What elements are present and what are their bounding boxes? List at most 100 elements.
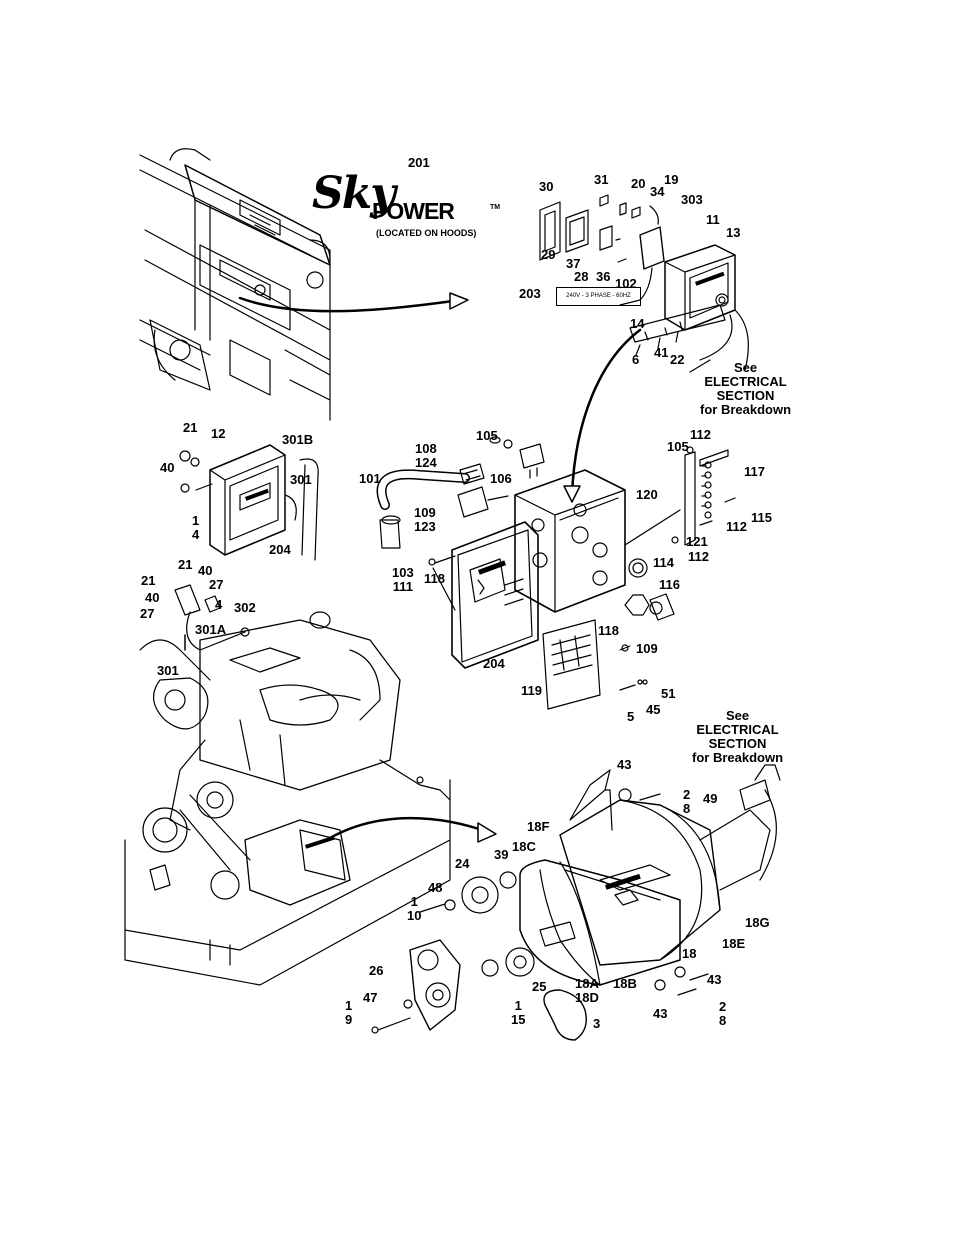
callout: 27 (209, 577, 224, 592)
callout: 112 (690, 427, 711, 442)
callout: 105 (476, 428, 498, 443)
callout: 18E (722, 936, 746, 951)
callout: 37 (566, 256, 581, 271)
callout: 51 (661, 686, 676, 701)
callout: 2 (683, 787, 691, 802)
callout: 10 (407, 908, 422, 923)
callout-stack: 1 15 (511, 999, 525, 1027)
callout: 204 (269, 542, 291, 557)
callout: 102 (615, 276, 637, 291)
callout: 43 (617, 757, 632, 772)
callout: 26 (369, 963, 384, 978)
callout: 8 (719, 1013, 727, 1028)
callout: 119 (521, 683, 542, 698)
callout: 19 (664, 172, 679, 187)
callout-stack: 1 9 (345, 999, 352, 1027)
note-line: SECTION (708, 736, 767, 751)
callout: 101 (359, 471, 381, 486)
callout: 27 (140, 606, 155, 621)
callout: 1 (345, 998, 353, 1013)
note-line: See (725, 708, 750, 723)
callout: 43 (653, 1006, 668, 1021)
callout: 43 (707, 972, 722, 987)
callout: 29 (541, 247, 556, 262)
junction-box-12 (179, 444, 319, 561)
callout-stack: 109 123 (414, 506, 436, 534)
callout: 4 (192, 527, 200, 542)
callout: 116 (659, 577, 680, 592)
callout: 8 (683, 801, 691, 816)
logo-sky-text: Sky (312, 168, 396, 219)
callout: 18B (613, 976, 637, 991)
note-electrical-top: See ELECTRICAL SECTION for Breakdown (700, 361, 791, 417)
callout: 109 (636, 641, 658, 656)
callout: 5 (627, 709, 635, 724)
callout: 49 (703, 791, 718, 806)
callout: 114 (653, 555, 674, 570)
callout: 22 (670, 352, 685, 367)
callout: 201 (408, 155, 430, 170)
callout: 30 (539, 179, 554, 194)
callout: 15 (511, 1012, 526, 1027)
callout: 203 (519, 286, 541, 301)
note-line: See (733, 360, 758, 375)
callout: 45 (646, 702, 661, 717)
callout-stack: 1 4 (192, 514, 199, 542)
callout: 21 (141, 573, 156, 588)
note-line: SECTION (716, 388, 775, 403)
callout: 31 (594, 172, 609, 187)
callout: 40 (198, 563, 213, 578)
callout: 302 (234, 600, 256, 615)
engine-illustration (124, 584, 497, 986)
warning-decals (244, 271, 725, 890)
callout: 47 (363, 990, 378, 1005)
callout: 301B (282, 432, 314, 447)
callout: 115 (751, 510, 772, 525)
callout: 120 (636, 487, 658, 502)
skypower-logo: Sky POWER TM (LOCATED ON HOODS) (312, 168, 512, 238)
callout-stack: 108 124 (415, 442, 437, 470)
note-line: ELECTRICAL (696, 722, 779, 737)
callout: 2 (719, 999, 727, 1014)
note-line: for Breakdown (692, 750, 784, 765)
callout: 18A (575, 976, 599, 991)
machine-frame-illustration (139, 148, 469, 421)
logo-tm: TM (490, 204, 501, 211)
callout-stack: 2 8 (683, 788, 690, 816)
callout: 109 (414, 505, 436, 520)
callout: 34 (650, 184, 665, 199)
note-line: ELECTRICAL (704, 374, 787, 389)
callout: 1 (514, 998, 522, 1013)
callout: 112 (688, 549, 709, 564)
callout: 111 (392, 579, 413, 594)
callout: 13 (726, 225, 741, 240)
logo-power-text: POWER (372, 198, 455, 224)
callout: 1 (410, 894, 418, 909)
note-electrical-bottom: See ELECTRICAL SECTION for Breakdown (692, 709, 783, 765)
callout: 121 (686, 534, 708, 549)
callout: 21 (183, 420, 198, 435)
callout-stack: 1 10 (407, 895, 421, 923)
callout: 118 (424, 571, 445, 586)
callout: 40 (145, 590, 160, 605)
generator-illustration (371, 764, 781, 1041)
callout: 25 (532, 979, 547, 994)
callout: 108 (415, 441, 437, 456)
callout: 301 (290, 472, 312, 487)
callout: 18C (512, 839, 536, 854)
callout: 301A (195, 622, 227, 637)
callout: 106 (490, 471, 512, 486)
callout: 1 (192, 513, 200, 528)
callout: 301 (157, 663, 179, 678)
callout: 12 (211, 426, 226, 441)
callout: 105 (667, 439, 689, 454)
callout: 6 (632, 352, 640, 367)
callout: 24 (455, 856, 470, 871)
callout: 40 (160, 460, 175, 475)
callout: 36 (596, 269, 611, 284)
callout: 21 (178, 557, 193, 572)
callout: 18D (575, 990, 599, 1005)
control-components (539, 194, 749, 503)
callout: 28 (574, 269, 589, 284)
